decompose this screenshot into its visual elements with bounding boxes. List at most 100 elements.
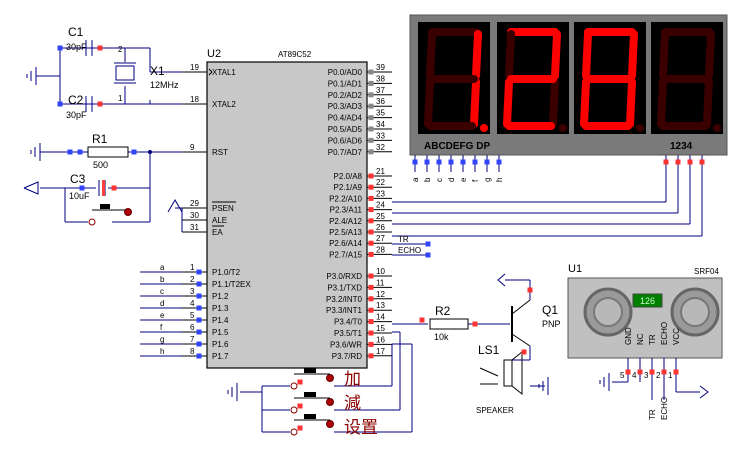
port1-net-label: a: [160, 263, 165, 272]
mcu-right-pin-number: 16: [376, 335, 385, 344]
mcu-pin-marker: [368, 173, 374, 179]
mcu-pin-marker: [368, 319, 374, 325]
display-segment: [580, 78, 590, 128]
mcu-pin-marker: [196, 317, 202, 323]
mcu-right-pin-name: P2.0/A8: [334, 172, 363, 181]
mcu-right-pin-number: 21: [376, 167, 385, 176]
mcu-left-pin-name: P1.2: [212, 292, 229, 301]
mcu-pin-marker: [196, 341, 202, 347]
mcu-left-pin-name: ALE: [212, 216, 227, 225]
mcu-pin-marker: [196, 329, 202, 335]
mcu-right-pin-name: P3.6/WR: [330, 340, 362, 349]
port1-net-label: c: [160, 287, 164, 296]
sensor-pin-name: VCC: [672, 328, 681, 345]
sensor-pin-number: 3: [644, 371, 649, 380]
button-contact2: [326, 420, 334, 428]
q1-emitter: [511, 299, 531, 315]
mcu-left-pin-number: 31: [190, 223, 199, 232]
reset-node-dot: [148, 150, 152, 154]
c1-value: 30pF: [66, 42, 87, 52]
r1-ref: R1: [92, 132, 108, 146]
mcu-left-pin-name: P1.3: [212, 304, 229, 313]
display-seg-net-label: h: [495, 178, 504, 182]
mcu-part: AT89C52: [278, 50, 312, 59]
mcu-pin-marker: [368, 126, 374, 132]
button-contact2: [326, 398, 334, 406]
display-decimal-point: [713, 124, 721, 132]
display-segment: [470, 78, 480, 128]
display-segment: [505, 30, 515, 80]
mcu-pin-marker: [368, 149, 374, 155]
mcu-pin-marker: [368, 296, 374, 302]
mcu-right-pin-number: 15: [376, 324, 385, 333]
display-segment: [659, 30, 669, 80]
display-decimal-point: [559, 124, 567, 132]
sensor-pin-marker: [625, 369, 631, 375]
mcu-pin-marker: [368, 207, 374, 213]
display-digit-label: 1234: [670, 141, 693, 152]
display-seg-net-label: c: [435, 178, 444, 182]
display-seg-net-label: g: [483, 178, 492, 182]
port1-net-label: g: [160, 335, 164, 344]
mcu-right-pin-number: 35: [376, 109, 385, 118]
q1-ref: Q1: [542, 303, 558, 317]
sensor-pin-marker: [637, 369, 643, 375]
mcu-right-pin-number: 36: [376, 97, 385, 106]
display-segment: [549, 78, 559, 128]
mcu-pin-marker: [368, 307, 374, 313]
sensor-pin-name: GND: [624, 327, 633, 345]
mcu-left-pin-number: 6: [190, 323, 195, 332]
mcu-left-pin-name: P1.1/T2EX: [212, 280, 251, 289]
sensor-transducer-right-inner: [680, 297, 710, 327]
mcu-right-pin-number: 32: [376, 143, 385, 152]
sensor-reading: 126: [640, 296, 655, 306]
mcu-pin-marker: [368, 103, 374, 109]
speaker-body: [503, 359, 513, 387]
q1-vcc-arrow: [497, 273, 506, 287]
mcu-right-pin-name: P3.4/T0: [334, 318, 363, 327]
mcu-left-pin-name: XTAL2: [212, 100, 236, 109]
display-seg-pin-marker: [496, 159, 502, 165]
mcu-pin-marker: [368, 69, 374, 75]
c3-polarity: [102, 180, 105, 196]
mcu-right-pin-number: 13: [376, 301, 385, 310]
mcu-left-pin-number: 29: [190, 199, 199, 208]
mcu-left-pin-number: 3: [190, 287, 195, 296]
display-seg-pin-marker: [412, 159, 418, 165]
mcu-pin-marker: [368, 284, 374, 290]
echo-net-marker: [425, 252, 431, 258]
r2-pin-marker: [419, 317, 425, 323]
button-marker: [297, 425, 303, 431]
display-seg-pin-marker: [484, 159, 490, 165]
mcu-right-pin-name: P3.0/RXD: [326, 272, 362, 281]
c1-pin-marker: [97, 45, 103, 51]
mcu-pin-marker: [368, 251, 374, 257]
display-segment-label: ABCDEFG DP: [424, 141, 490, 152]
ls1-ref: LS1: [478, 343, 500, 357]
q1-collector: [511, 333, 531, 347]
mcu-right-pin-number: 33: [376, 131, 385, 140]
display-seg-net-label: d: [447, 178, 456, 182]
sensor-pin-number: 2: [656, 371, 661, 380]
mcu-left-pin-number: 30: [190, 211, 199, 220]
mcu-pin-marker: [368, 92, 374, 98]
display-seg-pin-marker: [436, 159, 442, 165]
display-seg-pin-marker: [460, 159, 466, 165]
mcu-right-pin-name: P2.2/A10: [329, 194, 362, 203]
mcu-right-pin-name: P3.7/RD: [332, 352, 362, 361]
mcu-right-pin-name: P2.6/A14: [329, 239, 362, 248]
sensor-part: SRF04: [694, 267, 719, 276]
ea-vcc-arrow: [167, 199, 183, 213]
mcu-at89c52[interactable]: U2 AT89C52 19XTAL118XTAL29RST29PSEN30ALE…: [182, 48, 392, 369]
display-segment: [657, 78, 667, 128]
display-seg-pin-marker: [472, 159, 478, 165]
mcu-right-pin-number: 34: [376, 120, 385, 129]
c2-pin-marker: [97, 101, 103, 107]
sensor-pin-marker: [649, 369, 655, 375]
mcu-right-pin-number: 12: [376, 290, 385, 299]
mcu-right-pin-name: P0.4/AD4: [328, 114, 363, 123]
